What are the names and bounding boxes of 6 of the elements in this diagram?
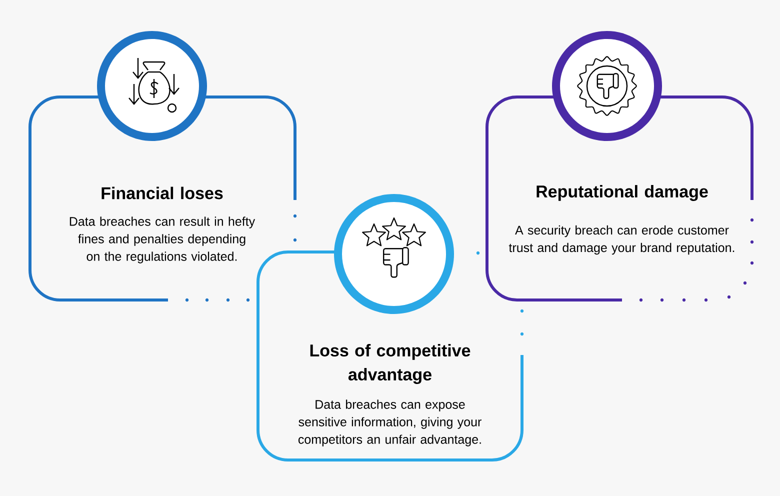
card-description: A security breach can erode customer trust and damage your brand reputation. (508, 225, 734, 255)
card-title: Reputational damage (536, 185, 708, 201)
card-title: Loss of competitive advantage (310, 344, 470, 384)
card-description: Data breaches can expose sensitive information, giving your competitors an unfair advantage. (298, 400, 482, 446)
card-title: Financial loses (102, 186, 223, 200)
card-description: Data breaches can result in hefty fines and penalties depending on the regulations violated. (70, 216, 256, 264)
